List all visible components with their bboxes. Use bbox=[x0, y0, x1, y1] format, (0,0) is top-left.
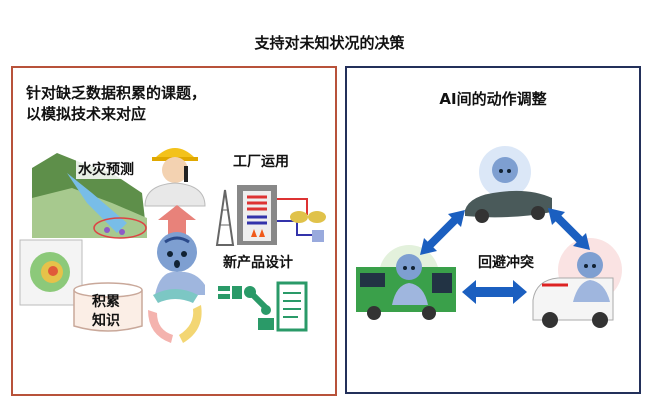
ai-robot-icon bbox=[155, 232, 205, 295]
heading-line-1: 针对缺乏数据积累的课题， bbox=[26, 84, 207, 102]
bidirectional-arrow-bus-ambulance bbox=[462, 280, 527, 304]
simulation-heading: 针对缺乏数据积累的课题， 以模拟技术来对应 bbox=[26, 83, 206, 125]
car-with-ai-robot bbox=[465, 146, 552, 223]
ai-coordination-panel bbox=[345, 66, 641, 394]
factory-illustration bbox=[215, 185, 326, 246]
bidirectional-arrow-bus-car bbox=[420, 210, 465, 255]
accumulated-knowledge-label: 积累 知识 bbox=[92, 293, 120, 331]
main-title: 支持对未知状况的决策 bbox=[254, 34, 405, 52]
up-arrow-icon bbox=[158, 205, 196, 235]
ai-coordination-heading: AI间的动作调整 bbox=[439, 90, 547, 108]
new-product-design-label: 新产品设计 bbox=[221, 252, 295, 272]
flood-map-illustration bbox=[32, 153, 147, 239]
bidirectional-arrow-car-ambulance bbox=[548, 208, 590, 250]
heading-line-2: 以模拟技术来对应 bbox=[26, 105, 147, 123]
ambulance-with-ai-robot bbox=[532, 238, 622, 328]
worker-with-radio-icon bbox=[144, 148, 206, 207]
knowledge-database-icon bbox=[73, 282, 143, 332]
knowledge-line-2: 知识 bbox=[92, 313, 120, 329]
collision-avoidance-label: 回避冲突 bbox=[478, 255, 534, 271]
weather-radar-map bbox=[19, 239, 83, 306]
bus-with-ai-robot bbox=[356, 245, 456, 320]
flood-forecast-label: 水灾预测 bbox=[76, 159, 136, 179]
knowledge-line-1: 积累 bbox=[92, 294, 120, 310]
cycle-arrows-icon bbox=[148, 289, 202, 343]
factory-operation-label: 工厂运用 bbox=[231, 151, 291, 171]
robot-arm-document-icon bbox=[218, 281, 308, 332]
